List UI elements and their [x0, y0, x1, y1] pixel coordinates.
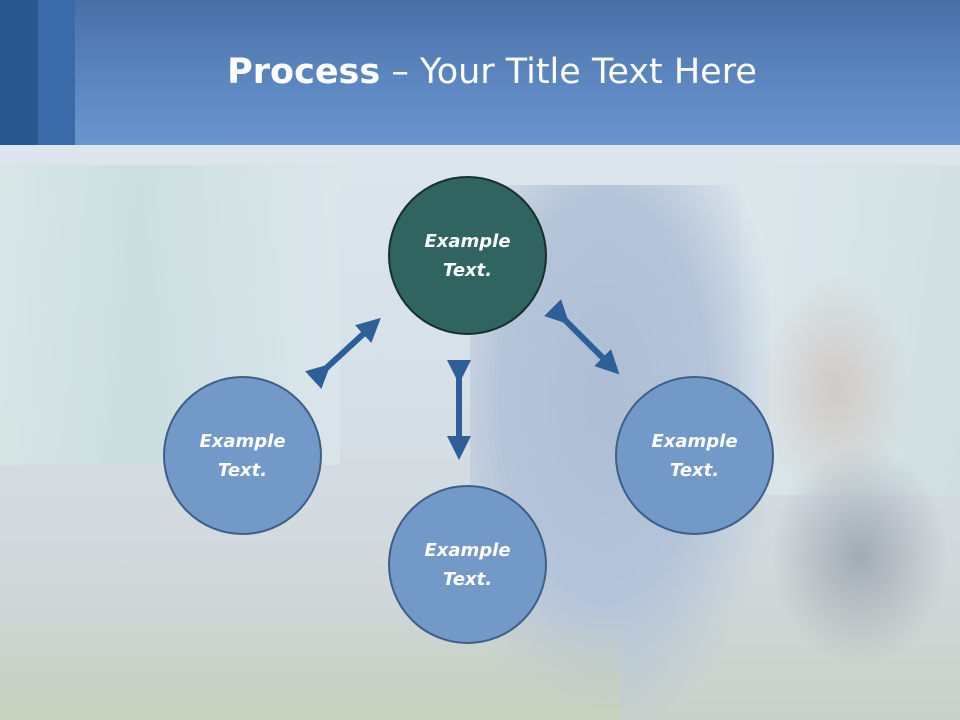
title-bold: Process [227, 52, 381, 92]
arrow-top-left [305, 317, 381, 389]
shoulder-bag [770, 445, 950, 665]
node-left-line1: Example [199, 430, 286, 452]
header-accent-dark [0, 0, 38, 145]
arrow-top-right [544, 299, 620, 375]
node-bottom-line2: Text. [442, 568, 493, 590]
node-bottom-line1: Example [424, 539, 511, 561]
node-right-line2: Text. [669, 459, 720, 481]
grass-strip [0, 615, 620, 720]
node-top-line2: Text. [442, 259, 493, 281]
title-bar: Process – Your Title Text Here [0, 0, 960, 145]
title-rest: – Your Title Text Here [380, 52, 757, 92]
header-accent-mid [38, 0, 75, 145]
node-left-line2: Text. [217, 459, 268, 481]
node-top-line1: Example [424, 230, 511, 252]
slide-title: Process – Your Title Text Here [0, 52, 960, 92]
node-right-line1: Example [651, 430, 738, 452]
